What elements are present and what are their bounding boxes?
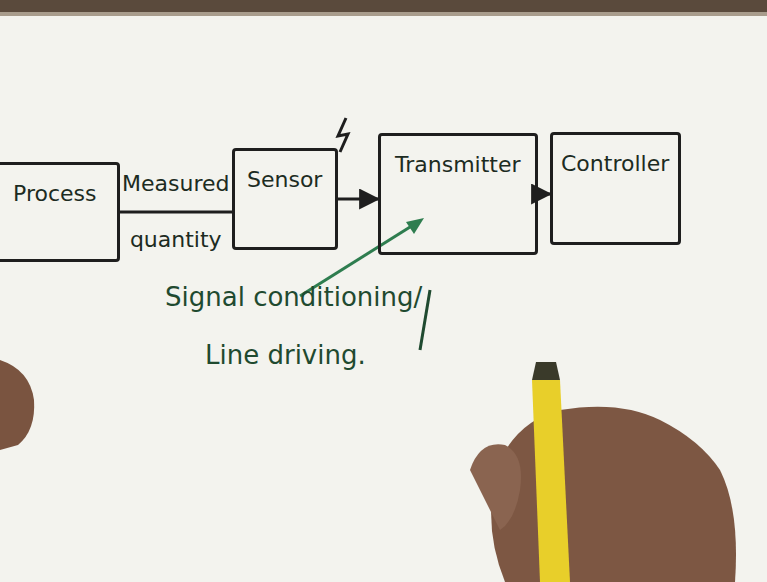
box-label: Controller (561, 151, 669, 176)
process-box: Transmitter (378, 133, 538, 255)
edge-label: Measured quantity (122, 156, 229, 268)
marker-pen (532, 380, 570, 582)
left-hand (0, 360, 34, 450)
lightning-symbol (338, 118, 348, 152)
box-label: Transmitter (395, 152, 521, 177)
box-label: Process (13, 181, 96, 206)
process-box: Process (0, 162, 120, 262)
top-shadow (0, 12, 767, 16)
signal-connector (538, 193, 550, 196)
right-hand (491, 407, 736, 582)
process-box: Controller (550, 132, 681, 245)
leader-arrowhead (406, 218, 424, 234)
process-box: Sensor (232, 148, 338, 250)
signal-connector (120, 211, 232, 214)
note-text: Line driving. (205, 340, 366, 370)
thumb (470, 444, 521, 530)
box-label: Sensor (247, 167, 322, 192)
signal-connector (338, 198, 378, 201)
note-text: Signal conditioning/ (165, 282, 422, 312)
top-edge (0, 0, 767, 12)
marker-tip (532, 362, 560, 380)
